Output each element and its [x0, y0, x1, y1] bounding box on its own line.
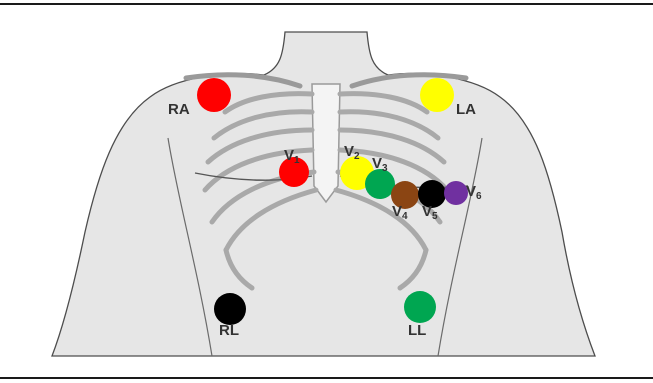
electrode-la	[420, 78, 454, 112]
bottom-border-line	[0, 377, 653, 379]
sternum	[312, 84, 340, 202]
electrode-rl	[214, 293, 246, 325]
electrode-v6	[444, 181, 468, 205]
label-ll: LL	[408, 322, 426, 339]
electrode-v3	[365, 169, 395, 199]
label-rl: RL	[219, 322, 239, 339]
label-ra: RA	[168, 101, 190, 118]
electrode-ll	[404, 291, 436, 323]
label-la: LA	[456, 101, 476, 118]
electrode-ra	[197, 78, 231, 112]
